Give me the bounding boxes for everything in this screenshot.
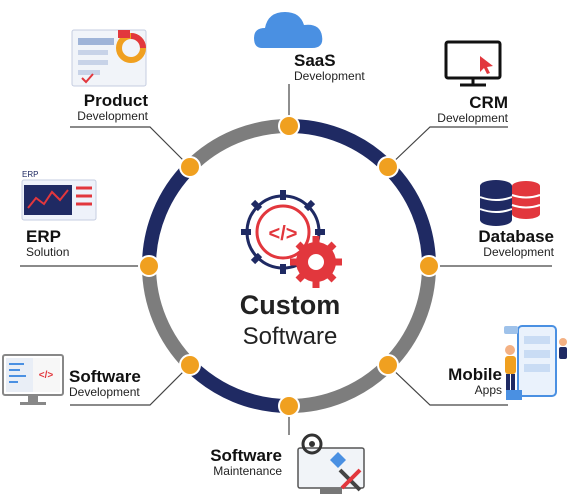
label-software-dev: Software Development <box>69 368 141 398</box>
label-software-dev-title: Software <box>69 367 141 386</box>
label-mobile-subtitle: Apps <box>474 382 502 397</box>
node-erp <box>138 255 160 277</box>
node-product <box>179 156 201 178</box>
connector-crm <box>387 126 508 168</box>
label-crm-subtitle: Development <box>437 110 508 125</box>
ring-segment-bottom-right <box>288 359 393 413</box>
label-saas: SaaS Development <box>294 52 365 82</box>
node-crm <box>377 156 399 178</box>
label-product: Product Development <box>70 92 148 122</box>
ring-segment-top-right <box>288 119 393 173</box>
label-product-subtitle: Development <box>77 108 148 123</box>
ring-segment-left-lower <box>142 265 196 370</box>
code-glyph: </> <box>269 223 298 245</box>
erp-dashboard-icon: ERP <box>21 170 97 221</box>
label-database-title: Database <box>478 227 554 246</box>
code-glyph-small: </> <box>39 370 54 381</box>
connector-product <box>70 126 191 168</box>
node-mobile <box>377 354 399 376</box>
label-erp: ERP Solution <box>26 228 69 258</box>
label-maintenance: Software Maintenance <box>186 447 282 477</box>
ring-segment-top-left <box>185 119 290 173</box>
label-database-subtitle: Development <box>483 244 554 259</box>
connector-mobile <box>387 364 508 406</box>
ring-segment-right-lower <box>382 265 436 370</box>
ring-segment-right-upper <box>382 162 436 267</box>
product-dashboard-icon <box>71 29 147 87</box>
node-saas <box>278 115 300 137</box>
center-title: Custom <box>239 290 341 320</box>
node-database <box>418 255 440 277</box>
label-erp-title: ERP <box>26 227 61 246</box>
small-red-gear-icon <box>290 236 342 288</box>
software-dev-monitor-icon: </> <box>2 354 64 405</box>
connector-software-dev <box>70 364 191 406</box>
node-maintenance <box>278 395 300 417</box>
label-product-title: Product <box>83 91 148 110</box>
erp-badge: ERP <box>22 170 38 179</box>
label-maintenance-title: Software <box>210 446 282 465</box>
maintenance-icon <box>297 433 365 494</box>
center-gear-icon: </> <box>241 190 342 288</box>
center-label: Custom Software <box>200 290 380 351</box>
label-maintenance-subtitle: Maintenance <box>213 463 282 478</box>
label-erp-subtitle: Solution <box>26 244 70 259</box>
label-saas-subtitle: Development <box>294 68 365 83</box>
label-software-dev-subtitle: Development <box>69 384 140 399</box>
label-crm: CRM Development <box>408 94 508 124</box>
crm-monitor-icon <box>444 40 502 87</box>
ring-segment-bottom-left <box>185 359 290 413</box>
label-mobile-title: Mobile <box>448 365 502 384</box>
label-crm-title: CRM <box>469 93 508 112</box>
connectors <box>20 84 552 435</box>
cloud-icon <box>254 12 323 48</box>
ring-segment-left-upper <box>142 162 196 267</box>
mobile-app-icon <box>504 325 567 400</box>
database-icon <box>479 180 541 226</box>
node-software-dev <box>179 354 201 376</box>
ring <box>142 119 436 413</box>
nodes <box>138 115 440 417</box>
center-subtitle: Software <box>242 323 338 350</box>
label-database: Database Development <box>448 228 554 258</box>
label-mobile: Mobile Apps <box>420 366 502 396</box>
label-saas-title: SaaS <box>294 51 336 70</box>
